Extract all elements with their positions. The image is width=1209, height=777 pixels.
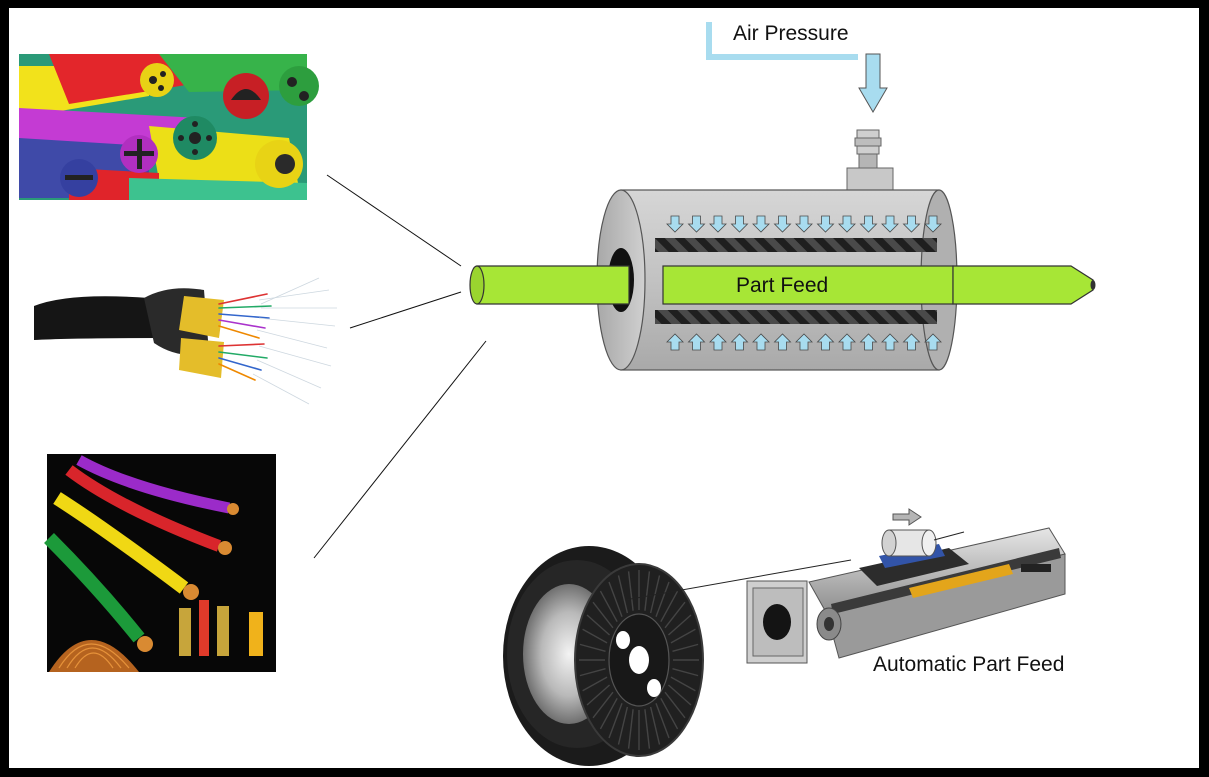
spool-spoke bbox=[586, 684, 611, 706]
spool-spoke bbox=[664, 601, 686, 629]
spool-spoke bbox=[599, 697, 618, 730]
pressure-arrow-up-icon bbox=[902, 333, 921, 351]
pressure-arrow-down-icon bbox=[838, 215, 856, 233]
spool-spoke bbox=[667, 684, 692, 706]
spool-spoke bbox=[649, 706, 661, 745]
pressure-arrows-up bbox=[666, 333, 942, 351]
spool-spoke bbox=[608, 703, 623, 739]
spool-spoke bbox=[655, 703, 670, 739]
spool-spoke bbox=[644, 709, 651, 749]
pressure-arrow-down-icon bbox=[816, 215, 835, 233]
pressure-arrow-down-icon bbox=[902, 215, 921, 233]
pressure-arrow-down-icon bbox=[752, 215, 770, 233]
air-pressure-label: Air Pressure bbox=[733, 22, 849, 45]
spool-spoke bbox=[608, 581, 623, 617]
pressure-arrow-up-icon bbox=[838, 333, 856, 351]
pressure-arrow-up-icon bbox=[730, 333, 749, 351]
pressure-arrow-up-icon bbox=[816, 333, 835, 351]
air-pressure-arrow-icon bbox=[858, 53, 888, 113]
spool-spoke bbox=[599, 590, 618, 623]
spool-spoke bbox=[617, 706, 629, 745]
pressure-arrow-down-icon bbox=[666, 215, 684, 233]
pressure-arrow-down-icon bbox=[795, 215, 813, 233]
diagram-canvas: Air Pressure Part Feed Automatic Part Fe… bbox=[9, 8, 1199, 768]
air-pressure-line bbox=[706, 22, 858, 60]
pressure-arrow-up-icon bbox=[795, 333, 813, 351]
pressure-arrow-down-icon bbox=[859, 215, 878, 233]
spool-spoke bbox=[660, 590, 679, 623]
spool-spoke bbox=[672, 643, 699, 652]
pressure-arrow-down-icon bbox=[881, 215, 899, 233]
fiber-optic-cable-icon bbox=[34, 277, 337, 405]
spool-spoke bbox=[664, 691, 686, 719]
pressure-arrow-up-icon bbox=[859, 333, 878, 351]
linear-actuator-icon bbox=[746, 527, 1066, 664]
carriage-direction-arrow-icon bbox=[892, 508, 922, 526]
pressure-arrow-up-icon bbox=[881, 333, 899, 351]
spool-spoke bbox=[667, 614, 692, 636]
pressure-arrows-down bbox=[666, 215, 942, 233]
spool-spoke bbox=[579, 668, 606, 677]
pressure-arrow-up-icon bbox=[709, 333, 727, 351]
automatic-part-feed-label: Automatic Part Feed bbox=[873, 653, 1065, 676]
tubing-photo-icon bbox=[19, 54, 319, 200]
spool-spoke bbox=[670, 628, 696, 644]
spool-spoke bbox=[592, 601, 614, 629]
spool-spoke bbox=[586, 614, 611, 636]
electrical-wire-icon bbox=[44, 454, 276, 672]
pressure-arrow-down-icon bbox=[924, 215, 942, 233]
pressure-arrow-down-icon bbox=[773, 215, 792, 233]
part-feed-rod bbox=[469, 265, 1096, 305]
pressure-arrow-up-icon bbox=[666, 333, 684, 351]
pressure-arrow-down-icon bbox=[709, 215, 727, 233]
spool-spoke bbox=[627, 709, 634, 749]
spool-spoke bbox=[582, 628, 608, 644]
spool-spoke bbox=[582, 676, 608, 692]
spool-spoke bbox=[592, 691, 614, 719]
pressure-arrow-up-icon bbox=[924, 333, 942, 351]
wire-spool-icon bbox=[503, 546, 704, 766]
connector-lines bbox=[313, 174, 487, 559]
pressure-arrow-up-icon bbox=[773, 333, 792, 351]
spool-spoke bbox=[627, 571, 634, 611]
wire-feed-line bbox=[624, 559, 852, 601]
part-feed-label: Part Feed bbox=[736, 274, 829, 297]
pressure-arrow-up-icon bbox=[752, 333, 770, 351]
spool-spoke bbox=[655, 581, 670, 617]
air-inlet-fitting-icon bbox=[846, 129, 894, 193]
spool-spoke bbox=[579, 643, 606, 652]
spool-spoke bbox=[660, 697, 679, 730]
pressure-arrow-down-icon bbox=[730, 215, 749, 233]
spool-spoke bbox=[617, 575, 629, 614]
pressure-arrow-down-icon bbox=[687, 215, 706, 233]
spool-spoke bbox=[644, 571, 651, 611]
spool-spoke bbox=[672, 668, 699, 677]
spool-spoke bbox=[670, 676, 696, 692]
pressure-arrow-up-icon bbox=[687, 333, 706, 351]
